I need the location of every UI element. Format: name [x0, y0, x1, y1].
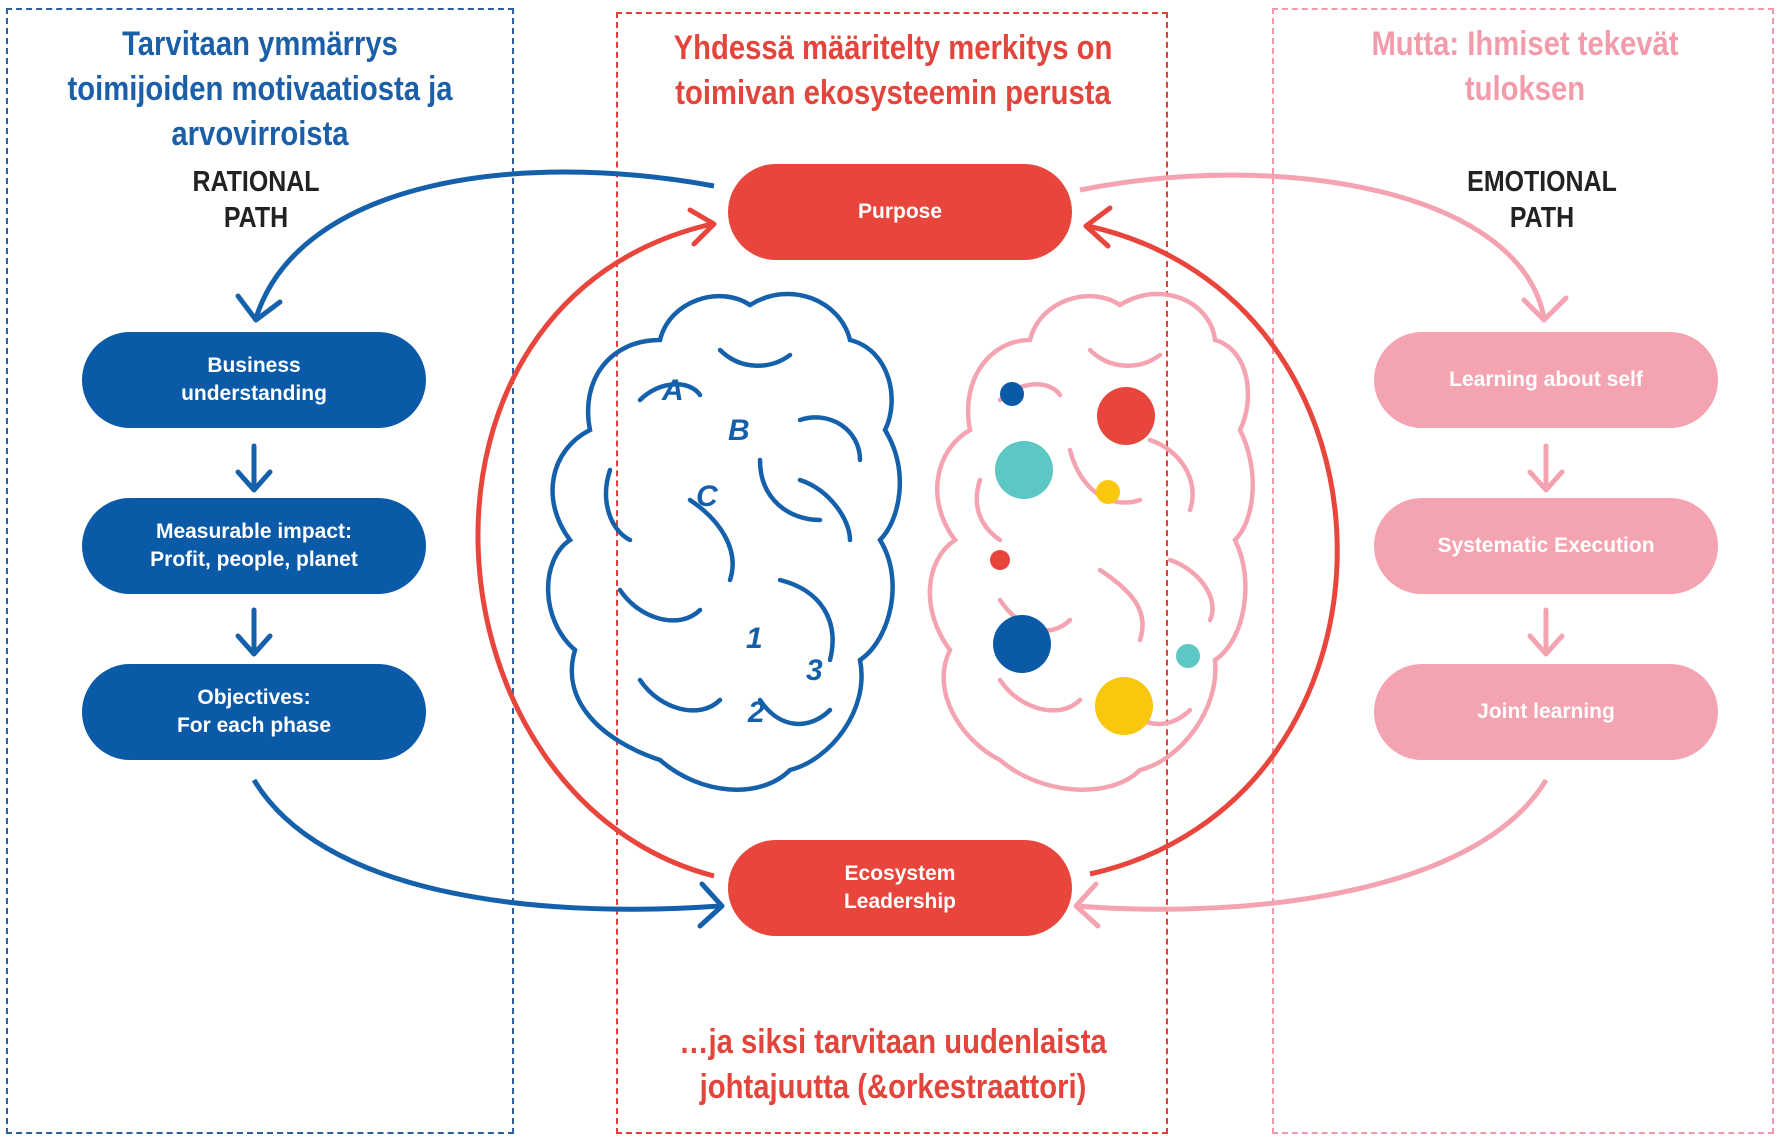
emotional-path-label: EMOTIONAL PATH — [1467, 166, 1617, 234]
joint-learning-step: Joint learning — [1374, 664, 1718, 760]
rational-down-arrow-1 — [235, 443, 273, 493]
leadership-heading: …ja siksi tarvitaan uudenlaista johtajuu… — [679, 1023, 1107, 1106]
brain-mark-1: 1 — [746, 622, 763, 655]
emotional-arrow-top-head — [1521, 295, 1569, 323]
purpose-node: Purpose — [728, 164, 1072, 260]
red-loop-left-head — [687, 207, 717, 247]
emotional-brain-dots — [990, 382, 1200, 735]
center-frame — [616, 12, 1168, 1134]
rational-arrow-bottom — [251, 778, 721, 912]
dot-yellow-small — [1096, 480, 1120, 504]
center-heading: Yhdessä määritelty merkitys on toimivan … — [673, 29, 1113, 112]
dot-yellow-large — [1095, 677, 1153, 735]
emotional-arrow-bottom-head — [1073, 881, 1101, 929]
emotional-frame — [1272, 8, 1774, 1134]
measurable-impact-step: Measurable impact: Profit, people, plane… — [82, 498, 426, 594]
emotional-arrow-bottom — [1075, 778, 1549, 912]
dot-teal-small — [1176, 644, 1200, 668]
brain-mark-c: C — [696, 480, 719, 513]
dot-blue-small — [1000, 382, 1024, 406]
rational-down-arrow-2 — [235, 607, 273, 657]
rational-arrow-bottom-head — [697, 881, 725, 929]
objectives-step: Objectives: For each phase — [82, 664, 426, 760]
emotional-down-arrow-1 — [1527, 443, 1565, 493]
rational-brain-marks: A B C 1 2 3 — [661, 374, 823, 729]
rational-arrow-top — [253, 169, 715, 319]
emotional-arrow-top — [1079, 172, 1547, 319]
brain-mark-b: B — [728, 414, 750, 447]
rational-heading: Tarvitaan ymmärrys toimijoiden motivaati… — [67, 25, 453, 153]
emotional-down-arrow-2 — [1527, 607, 1565, 657]
emotional-heading: Mutta: Ihmiset tekevät tuloksen — [1371, 25, 1679, 108]
dot-teal-large — [995, 441, 1053, 499]
dot-red-small — [990, 550, 1010, 570]
brain-mark-a: A — [661, 374, 684, 407]
rational-path-label: RATIONAL PATH — [192, 166, 320, 234]
emotional-brain — [927, 291, 1255, 792]
red-loop-left — [475, 221, 715, 879]
rational-arrow-top-head — [235, 293, 283, 323]
learning-about-self-step: Learning about self — [1374, 332, 1718, 428]
red-loop-right-head — [1083, 205, 1113, 249]
red-loop-right — [1087, 223, 1340, 877]
ecosystem-leadership-node: Ecosystem Leadership — [728, 840, 1072, 936]
systematic-execution-step: Systematic Execution — [1374, 498, 1718, 594]
brain-mark-2: 2 — [747, 696, 765, 729]
dot-blue-large — [993, 615, 1051, 673]
rational-brain — [545, 291, 903, 792]
rational-frame — [6, 8, 514, 1134]
business-understanding-step: Business understanding — [82, 332, 426, 428]
brain-mark-3: 3 — [806, 654, 823, 687]
dot-red-large — [1097, 387, 1155, 445]
